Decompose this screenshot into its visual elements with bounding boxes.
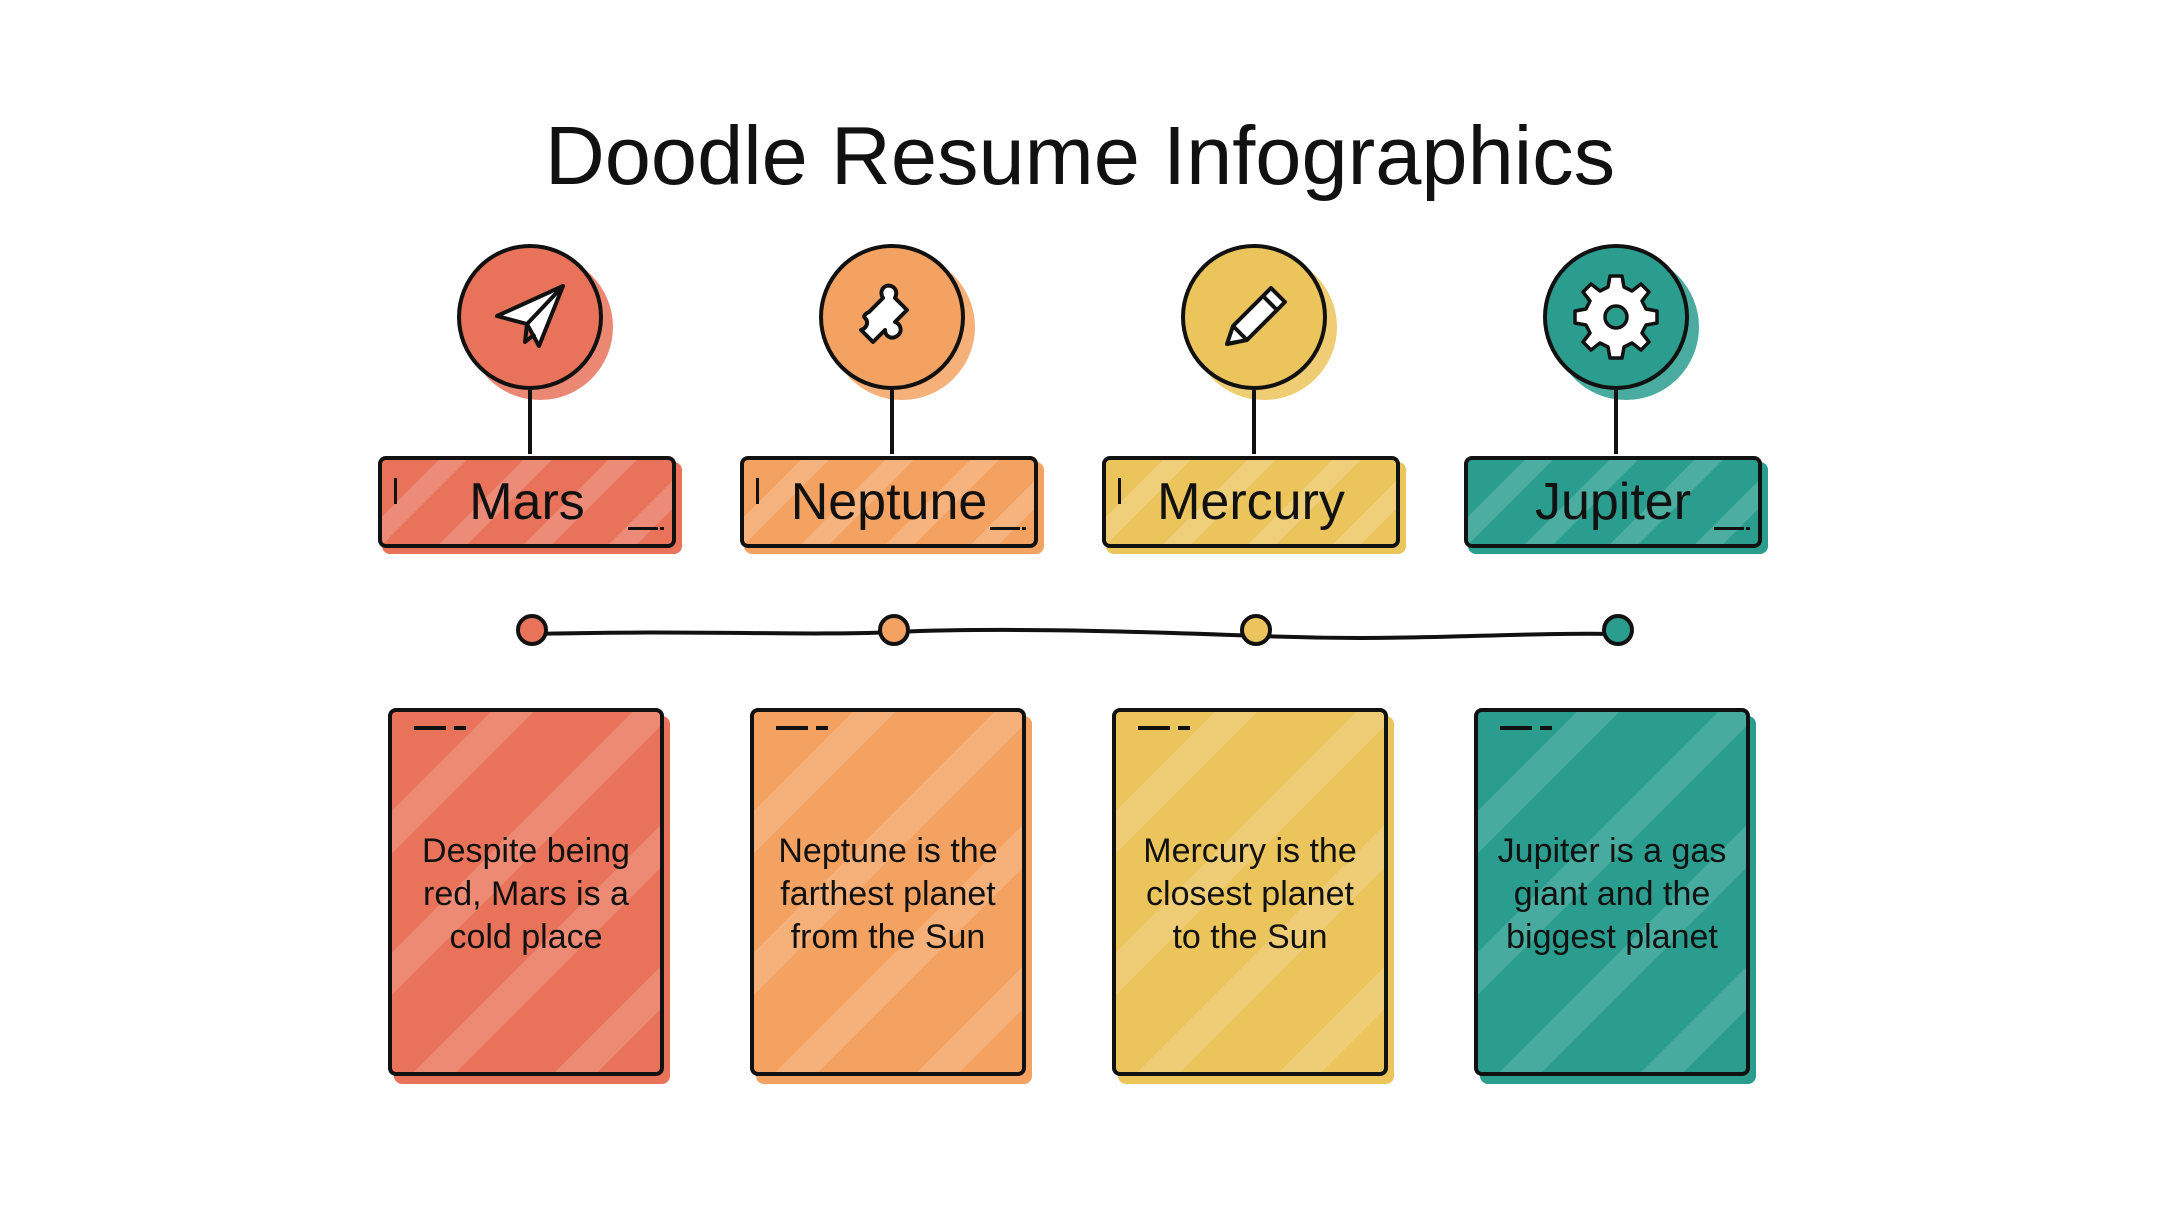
card-mercury: Mercury is the closest planet to the Sun [1112,708,1388,1076]
label-neptune: Neptune [740,456,1038,548]
column-neptune: Neptune Neptune is the farthest planet f… [732,0,1052,1215]
card-jupiter: Jupiter is a gas giant and the biggest p… [1474,708,1750,1076]
icon-circle-neptune [819,244,965,390]
paper-plane-icon [495,284,565,348]
puzzle-piece-icon [859,283,909,344]
label-mercury: Mercury [1102,456,1400,548]
timeline-dot-mars [516,614,548,646]
label-text: Neptune [790,473,988,531]
page-title: Doodle Resume Infographics [544,109,1616,202]
gear-icon [1573,274,1659,360]
icon-circle-mercury [1181,244,1327,390]
card-text: Despite being red, Mars is a cold place [422,832,630,956]
icon-circle-jupiter [1543,244,1689,390]
label-text: Mars [469,473,585,531]
card-text: Jupiter is a gas giant and the biggest p… [1497,832,1727,956]
column-jupiter: Jupiter Jupiter is a gas giant and the b… [1456,0,1776,1215]
card-text: Neptune is the farthest planet from the … [778,832,998,956]
label-mars: Mars [378,456,676,548]
label-text: Jupiter [1534,473,1692,531]
label-text: Mercury [1157,473,1345,531]
card-mars: Despite being red, Mars is a cold place [388,708,664,1076]
card-text: Mercury is the closest planet to the Sun [1143,832,1357,956]
column-mercury: Mercury Mercury is the closest planet to… [1094,0,1414,1215]
card-neptune: Neptune is the farthest planet from the … [750,708,1026,1076]
pencil-icon [1225,286,1287,346]
column-mars: Mars Despite being red, Mars is a cold p… [370,0,690,1215]
icon-circle-mars [457,244,603,390]
timeline-dot-neptune [878,614,910,646]
timeline-dot-jupiter [1602,614,1634,646]
timeline-dot-mercury [1240,614,1272,646]
label-jupiter: Jupiter [1464,456,1762,548]
